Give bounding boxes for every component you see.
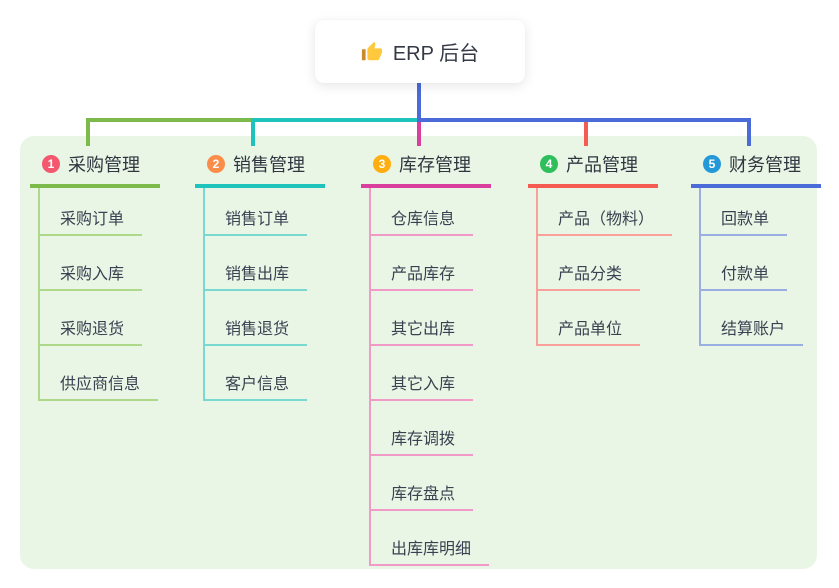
child-row: 客户信息	[205, 346, 308, 401]
child-node[interactable]: 其它入库	[371, 375, 474, 401]
child-row: 销售订单	[205, 188, 308, 236]
branch-node-5: 5 财务管理 回款单 付款单 结算账户	[691, 146, 821, 346]
branch-label: 产品管理	[566, 155, 638, 175]
branch-number-badge: 2	[207, 155, 225, 173]
root-node[interactable]: ERP 后台	[315, 20, 525, 83]
child-node[interactable]: 其它出库	[371, 320, 474, 346]
branch-node-4: 4 产品管理 产品（物料） 产品分类 产品单位	[528, 146, 673, 346]
child-row: 产品单位	[538, 291, 672, 346]
connector-line	[86, 118, 251, 122]
branch-node-3: 3 库存管理 仓库信息 产品库存 其它出库 其它入库 库存调拨 库存盘点 出库库…	[361, 146, 491, 566]
child-row: 采购入库	[40, 236, 158, 291]
branch-node-2: 2 销售管理 销售订单 销售出库 销售退货 客户信息	[195, 146, 325, 401]
child-row: 库存盘点	[371, 456, 489, 511]
branch-label: 销售管理	[233, 155, 305, 175]
child-node[interactable]: 客户信息	[205, 375, 308, 401]
branch-number-badge: 1	[42, 155, 60, 173]
child-node[interactable]: 销售出库	[205, 265, 308, 291]
child-node[interactable]: 产品库存	[371, 265, 474, 291]
branch-node-1: 1 采购管理 采购订单 采购入库 采购退货 供应商信息	[30, 146, 160, 401]
child-node[interactable]: 采购入库	[40, 265, 143, 291]
child-row: 供应商信息	[40, 346, 159, 401]
child-node[interactable]: 采购退货	[40, 320, 143, 346]
child-row: 产品库存	[371, 236, 489, 291]
branch-children: 产品（物料） 产品分类 产品单位	[536, 188, 673, 346]
child-node[interactable]: 产品分类	[538, 265, 641, 291]
connector-line	[584, 122, 588, 146]
branch-header[interactable]: 2 销售管理	[195, 146, 325, 188]
thumbs-up-icon	[361, 41, 383, 63]
child-row: 其它入库	[371, 346, 489, 401]
child-row: 产品分类	[538, 236, 672, 291]
branch-label: 库存管理	[399, 155, 471, 175]
child-node[interactable]: 采购订单	[40, 210, 143, 236]
branch-header[interactable]: 3 库存管理	[361, 146, 491, 188]
connector-line	[417, 118, 751, 122]
branch-header[interactable]: 1 采购管理	[30, 146, 160, 188]
branch-label: 财务管理	[729, 155, 801, 175]
branch-children: 仓库信息 产品库存 其它出库 其它入库 库存调拨 库存盘点 出库库明细	[369, 188, 490, 566]
branch-header[interactable]: 5 财务管理	[691, 146, 821, 188]
connector-line	[417, 122, 421, 146]
branch-children: 采购订单 采购入库 采购退货 供应商信息	[38, 188, 159, 401]
child-row: 付款单	[701, 236, 803, 291]
child-node[interactable]: 产品（物料）	[538, 210, 673, 236]
child-row: 采购订单	[40, 188, 158, 236]
connector-line	[747, 118, 751, 146]
child-node[interactable]: 出库库明细	[371, 540, 490, 566]
child-row: 其它出库	[371, 291, 489, 346]
connector-line	[251, 122, 255, 146]
child-node[interactable]: 库存盘点	[371, 485, 474, 511]
child-row: 结算账户	[701, 291, 804, 346]
child-row: 采购退货	[40, 291, 158, 346]
connector-line	[86, 118, 90, 146]
branch-number-badge: 5	[703, 155, 721, 173]
connector-line	[417, 83, 421, 118]
branch-header[interactable]: 4 产品管理	[528, 146, 658, 188]
child-node[interactable]: 供应商信息	[40, 375, 159, 401]
root-label: ERP 后台	[392, 43, 480, 65]
child-node[interactable]: 仓库信息	[371, 210, 474, 236]
child-node[interactable]: 产品单位	[538, 320, 641, 346]
child-row: 库存调拨	[371, 401, 489, 456]
child-node[interactable]: 结算账户	[701, 320, 804, 346]
child-row: 销售退货	[205, 291, 308, 346]
child-node[interactable]: 回款单	[701, 210, 788, 236]
child-node[interactable]: 库存调拨	[371, 430, 474, 456]
child-row: 回款单	[701, 188, 803, 236]
branch-children: 回款单 付款单 结算账户	[699, 188, 804, 346]
child-row: 销售出库	[205, 236, 308, 291]
branch-children: 销售订单 销售出库 销售退货 客户信息	[203, 188, 308, 401]
child-row: 出库库明细	[371, 511, 490, 566]
connector-line	[251, 118, 417, 122]
child-node[interactable]: 销售退货	[205, 320, 308, 346]
child-row: 仓库信息	[371, 188, 489, 236]
branch-number-badge: 4	[540, 155, 558, 173]
branch-number-badge: 3	[373, 155, 391, 173]
child-row: 产品（物料）	[538, 188, 673, 236]
branch-label: 采购管理	[68, 155, 140, 175]
branches-panel	[20, 136, 817, 569]
child-node[interactable]: 付款单	[701, 265, 788, 291]
child-node[interactable]: 销售订单	[205, 210, 308, 236]
